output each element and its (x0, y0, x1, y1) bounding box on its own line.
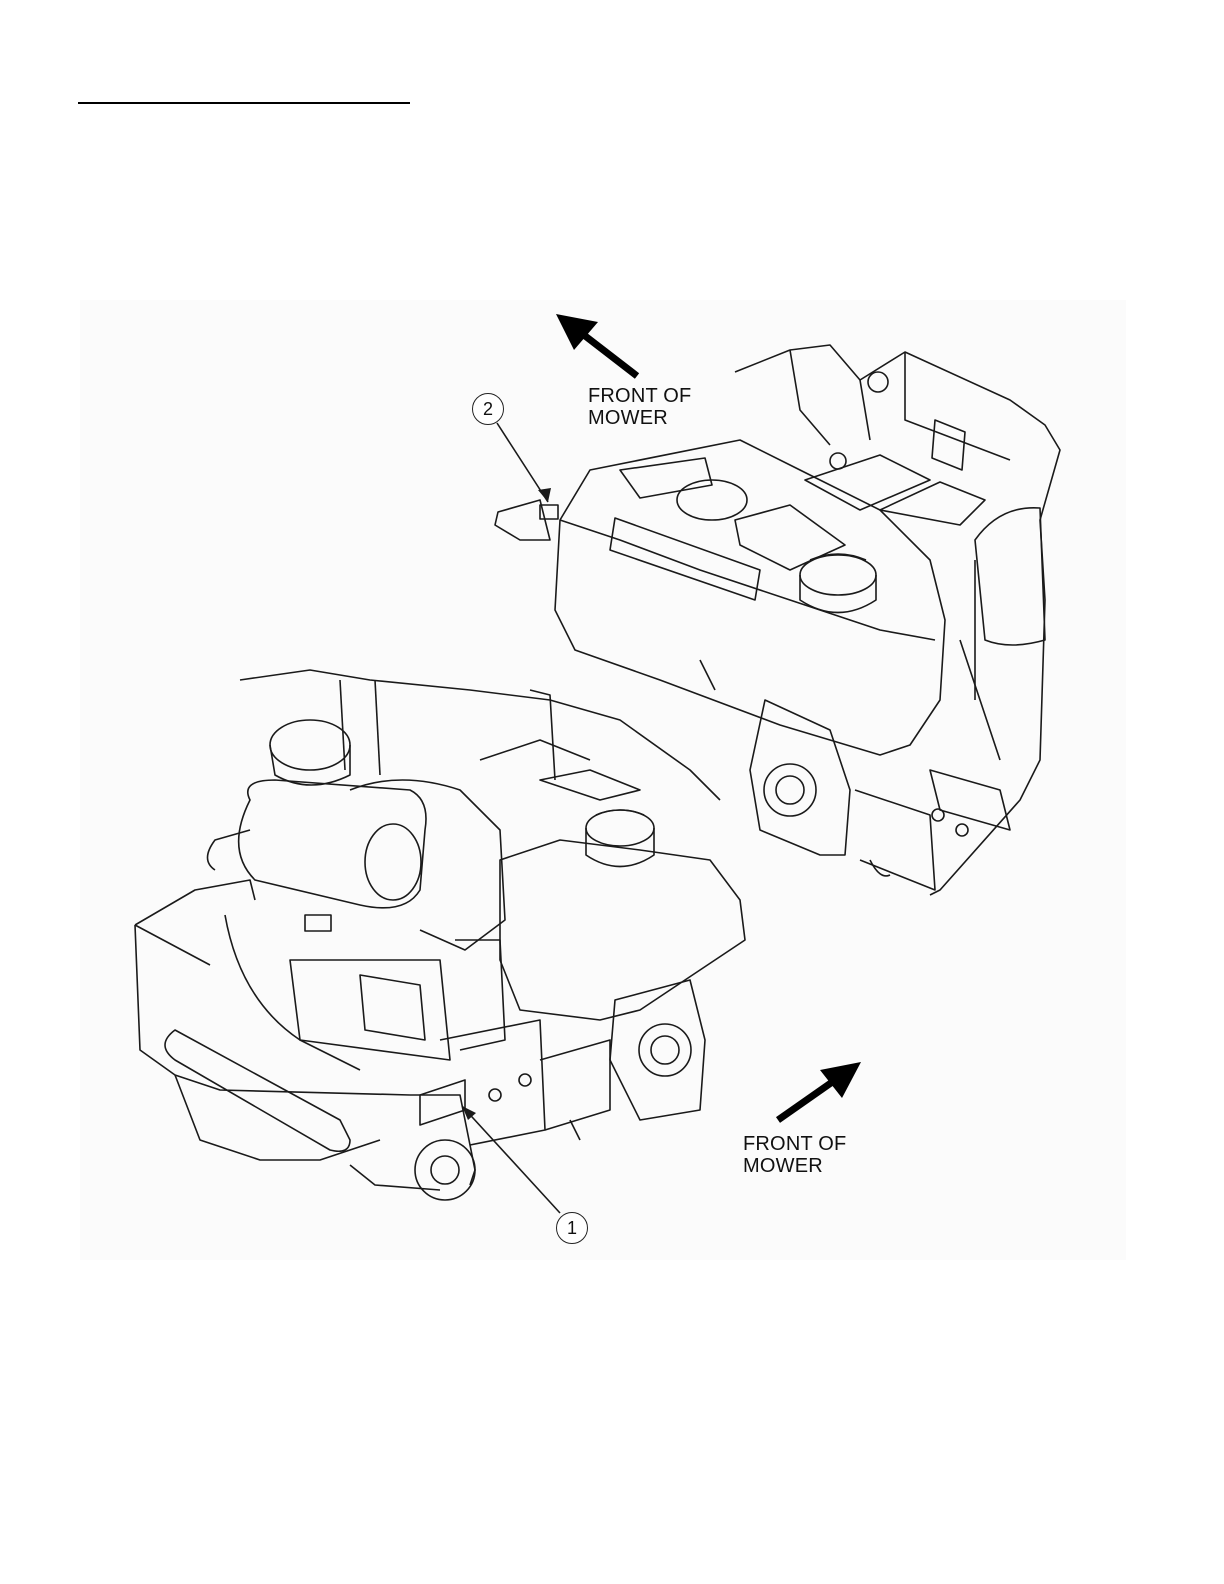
label-line: FRONT OF (743, 1133, 846, 1155)
label-line: MOWER (743, 1155, 846, 1177)
front-arrow-bottom (778, 1062, 861, 1120)
lower-fuel-tank (480, 690, 745, 1020)
front-of-mower-label-bottom: FRONT OF MOWER (743, 1133, 846, 1177)
callout-2: 2 (472, 393, 504, 425)
fuel-tank-upper (495, 440, 945, 755)
label-line: FRONT OF (588, 385, 691, 407)
upper-engine (960, 508, 1045, 760)
front-arrow-top (556, 314, 637, 376)
label-line: MOWER (588, 407, 691, 429)
front-of-mower-label-top: FRONT OF MOWER (588, 385, 691, 429)
lower-frame (135, 880, 610, 1200)
lower-engine (208, 670, 721, 1070)
callout-1: 1 (556, 1212, 588, 1244)
upper-frame (735, 345, 1060, 895)
